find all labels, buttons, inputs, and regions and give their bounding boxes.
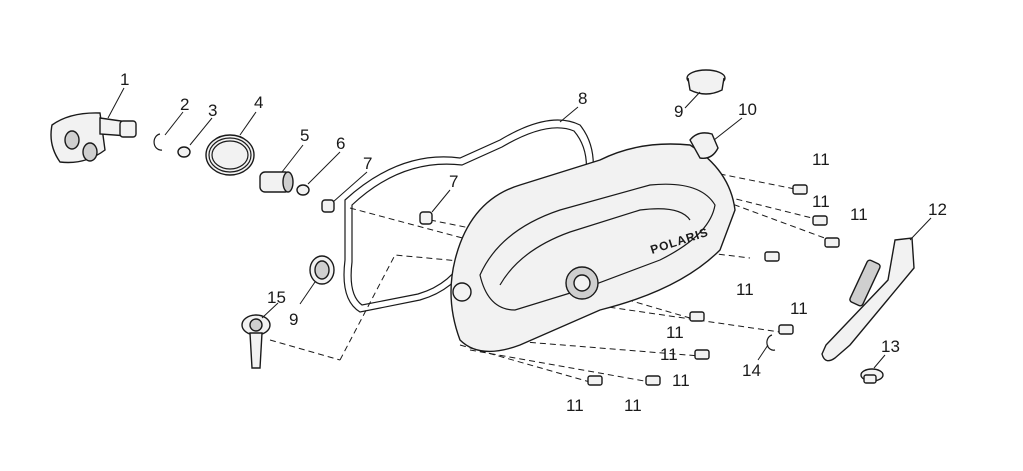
part-2-circlip — [153, 133, 163, 151]
callout-4: 4 — [254, 93, 263, 112]
part-1-kick-shaft — [50, 112, 137, 164]
callout-11b: 11 — [812, 192, 830, 211]
callout-13: 13 — [881, 337, 900, 356]
callout-labels: 1 2 3 4 5 6 7 7 8 9 9 10 11 11 11 11 11 … — [120, 70, 947, 415]
part-11-bolts — [587, 184, 840, 386]
callout-7b: 7 — [449, 172, 458, 191]
part-14-clip — [766, 334, 776, 351]
part-9-plug-top — [686, 69, 726, 95]
part-9-plug-left — [309, 255, 335, 285]
callout-12: 12 — [928, 200, 947, 219]
part-7-dowel-pin-b — [419, 211, 433, 225]
callout-11f: 11 — [666, 323, 684, 342]
callout-11e: 11 — [790, 299, 808, 318]
part-4-spring — [205, 134, 255, 176]
part-12-kick-lever — [821, 237, 915, 362]
callout-2: 2 — [180, 95, 189, 114]
callout-11c: 11 — [850, 205, 868, 224]
part-10-crankcase-cover: POLARIS — [450, 132, 736, 353]
callout-8: 8 — [578, 89, 587, 108]
callout-11d: 11 — [736, 280, 754, 299]
part-8-gasket-inner — [350, 127, 587, 306]
leader-lines — [107, 87, 932, 369]
callout-11h: 11 — [672, 371, 690, 390]
callout-3: 3 — [208, 101, 217, 120]
callout-11a: 11 — [812, 150, 830, 169]
callout-1: 1 — [120, 70, 129, 89]
callout-9b: 9 — [289, 310, 298, 329]
callout-9a: 9 — [674, 102, 683, 121]
callout-11g: 11 — [660, 345, 678, 364]
callout-15: 15 — [267, 288, 286, 307]
part-13-cap — [860, 368, 884, 384]
part-8-gasket — [343, 119, 594, 313]
part-7-dowel-pin-a — [321, 199, 335, 213]
part-5-bushing — [259, 171, 294, 193]
callout-14: 14 — [742, 361, 761, 380]
callout-10: 10 — [738, 100, 757, 119]
callout-7a: 7 — [363, 154, 372, 173]
part-15-dipstick — [241, 314, 271, 369]
callout-11i: 11 — [566, 396, 584, 415]
part-3-washer — [177, 146, 191, 158]
part-6-washer — [296, 184, 310, 196]
callout-6: 6 — [336, 134, 345, 153]
callout-5: 5 — [300, 126, 309, 145]
callout-11j: 11 — [624, 396, 642, 415]
